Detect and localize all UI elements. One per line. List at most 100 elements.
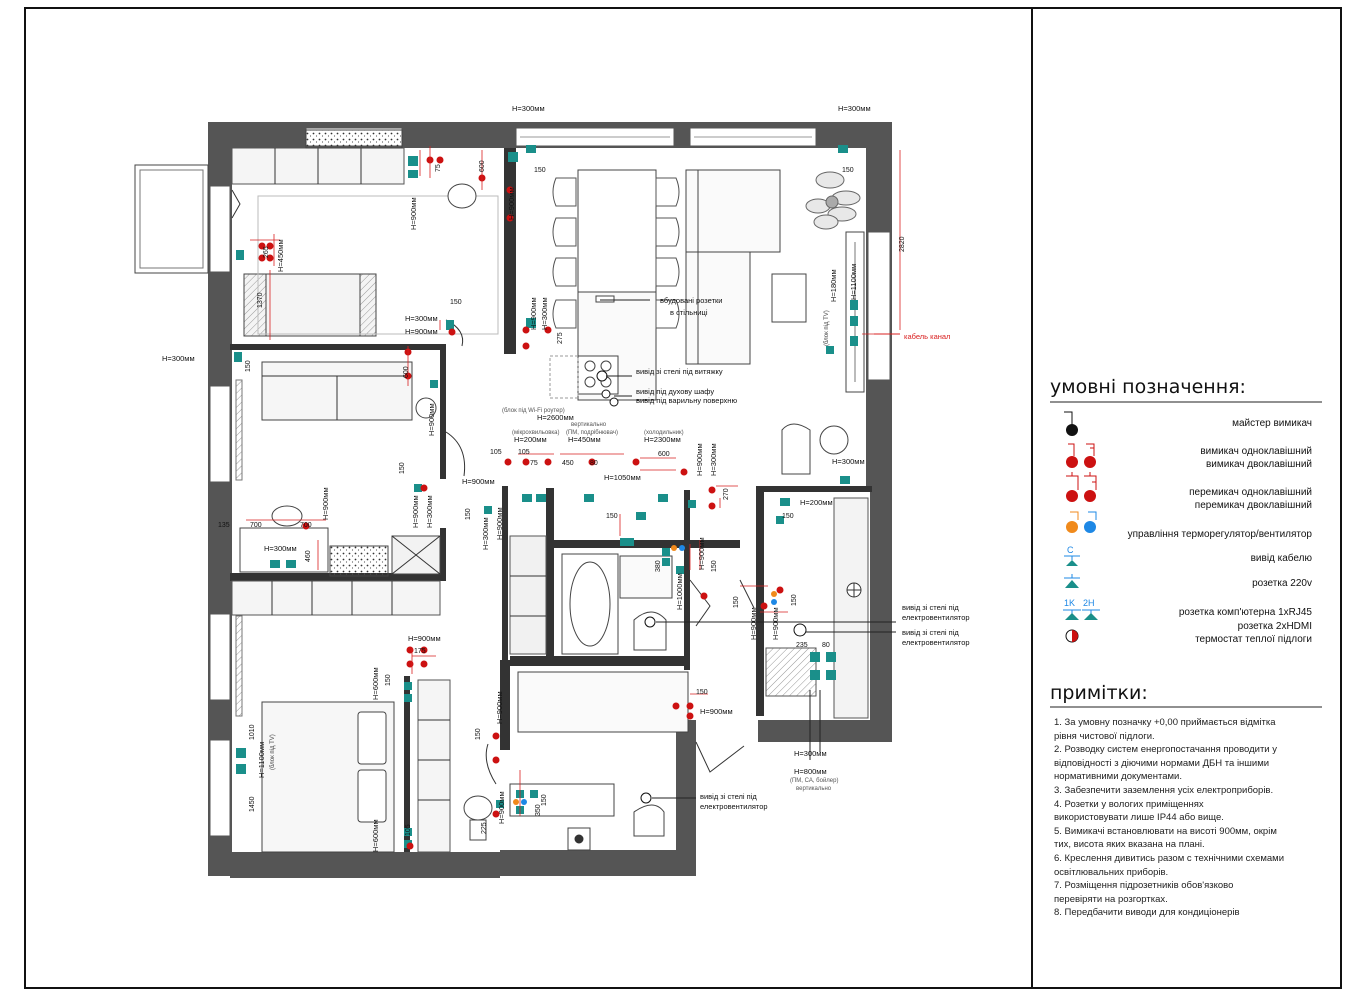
dim: 265 — [263, 246, 270, 258]
h-label: H=300мм — [540, 297, 549, 330]
dim: 150 — [733, 596, 740, 608]
h-label: H=1100мм — [257, 742, 266, 778]
legend-label: перемикач двоклавішний — [1195, 500, 1312, 511]
note-line: освітлювальних приборів. — [1054, 866, 1169, 878]
annotation: (мікрохвильовка) — [512, 430, 559, 436]
h-label: H=300мм — [832, 457, 865, 466]
electrical-symbols — [234, 145, 901, 850]
window-left-2 — [209, 385, 231, 483]
dim: 2820 — [899, 236, 906, 252]
h-label: H=900мм — [408, 634, 441, 643]
dim: 150 — [782, 513, 794, 520]
dim: 225 — [481, 822, 488, 834]
h-label: H=2300мм — [644, 435, 681, 444]
thermo-fan-control-icon — [1066, 511, 1097, 533]
annotation: в стільниці — [670, 308, 708, 317]
note-line: перевіряти на розгортках. — [1054, 893, 1168, 905]
legend-labels: майстер вимикач вимикач одноклавішний ви… — [1128, 418, 1313, 645]
notes-list: 1. За умовну позначку +0,00 приймається … — [1054, 716, 1334, 920]
h-label: H=900мм — [771, 607, 780, 640]
dim: 150 — [385, 674, 392, 686]
annotation: електровентилятор — [902, 638, 970, 647]
h-label: H=900мм — [507, 187, 516, 220]
rj45-socket-icon: 1K — [1063, 598, 1081, 620]
wall-bottom-2 — [500, 850, 690, 876]
h-label: (блок під TV) — [824, 310, 830, 346]
h-label: H=1100мм — [849, 264, 858, 300]
legend-label: вивід кабелю — [1251, 552, 1313, 564]
legend-label: розетка 220v — [1252, 578, 1312, 589]
dim: 150 — [842, 167, 854, 174]
dim: 450 — [562, 460, 574, 467]
note-line: 8. Передбачити виводи для кондиціонерів — [1054, 907, 1240, 919]
h-label: H=300мм — [794, 749, 827, 758]
socket-220v-icon — [1064, 574, 1080, 588]
annotation: вертикально — [796, 786, 832, 792]
dim: 600 — [403, 366, 410, 378]
annotation: вивід зі стелі під — [902, 628, 959, 637]
dim: 150 — [606, 513, 618, 520]
dim: 150 — [450, 299, 462, 306]
note-line: 5. Вимикачі встановлювати на висоті 900м… — [1054, 825, 1277, 837]
plan-labels: H=300мм H=300мм H=300мм H=900мм H=450мм … — [162, 104, 970, 852]
annotation: (блок під TV) — [270, 734, 276, 770]
note-line: 7. Розміщення підрозетників обов'язково — [1054, 880, 1234, 892]
window-left-1 — [209, 185, 231, 273]
dim: 80 — [590, 460, 598, 467]
h-label: H=2600мм — [537, 413, 574, 422]
note-line: 3. Забезпечити заземлення усіх електропр… — [1054, 784, 1274, 796]
annotation: вбудовані розетки — [660, 296, 722, 305]
note-line: 1. За умовну позначку +0,00 приймається … — [1054, 717, 1276, 728]
interior-walls — [230, 148, 872, 852]
h-label: H=300мм — [264, 544, 297, 553]
wardrobe-middle — [231, 580, 441, 616]
double-switch-icon — [1084, 443, 1096, 468]
dim: 150 — [465, 508, 472, 520]
cable-output-icon: C — [1064, 545, 1080, 566]
legend-label: вимикач одноклавішний — [1200, 446, 1312, 457]
dim: 150 — [399, 462, 406, 474]
h-label: H=900мм — [695, 443, 704, 476]
annotation: (ПМ, подрібнювач) — [566, 430, 618, 436]
annotation: вертикально — [571, 422, 607, 428]
annotation: (холодильник) — [644, 430, 684, 436]
wall-right-lower — [870, 488, 892, 742]
legend: умовні позначення: — [1050, 376, 1322, 708]
dim: 380 — [655, 560, 662, 572]
legend-symbols: C 1K 2H — [1063, 411, 1100, 643]
dim: 150 — [541, 794, 548, 806]
dim: 150 — [696, 689, 708, 696]
h-label: H=900мм — [495, 691, 504, 724]
h-label: H=450мм — [568, 435, 601, 444]
dim: 275 — [557, 332, 564, 344]
dim: 600 — [479, 160, 486, 172]
h-label: H=300мм — [709, 443, 718, 476]
dim: 600 — [658, 451, 670, 458]
h-label: H=600мм — [371, 819, 380, 852]
h-label: H=900мм — [427, 403, 436, 436]
dim: 75 — [530, 460, 538, 467]
note-line: 2. Розводку систем енергопостачання пров… — [1054, 744, 1277, 756]
h-label: H=300мм — [512, 104, 545, 113]
dim: 700 — [250, 522, 262, 529]
h-label: H=900мм — [321, 487, 330, 520]
note-line: відповідності з діючими нормами ДБН та і… — [1054, 757, 1270, 769]
svg-text:2H: 2H — [1083, 598, 1095, 608]
h-label: H=900мм — [529, 297, 538, 330]
note-line: 6. Креслення дивитись разом с технічними… — [1054, 852, 1285, 864]
legend-label: управління терморегулятор/вентилятор — [1128, 529, 1313, 540]
dim: 235 — [796, 642, 808, 649]
h-label: H=1000мм — [675, 573, 684, 610]
annotation: вивід під духову шафу — [636, 387, 714, 396]
h-label: H=900мм — [700, 707, 733, 716]
dim: 105 — [405, 824, 412, 836]
desk-middle — [239, 527, 329, 573]
hdmi-socket-icon: 2H — [1082, 598, 1100, 620]
h-label: H=900мм — [749, 607, 758, 640]
dim: 105 — [518, 449, 530, 456]
h-label: H=900мм — [495, 507, 504, 540]
legend-title: умовні позначення: — [1050, 376, 1246, 398]
balcony — [134, 164, 209, 274]
dim: 150 — [475, 728, 482, 740]
